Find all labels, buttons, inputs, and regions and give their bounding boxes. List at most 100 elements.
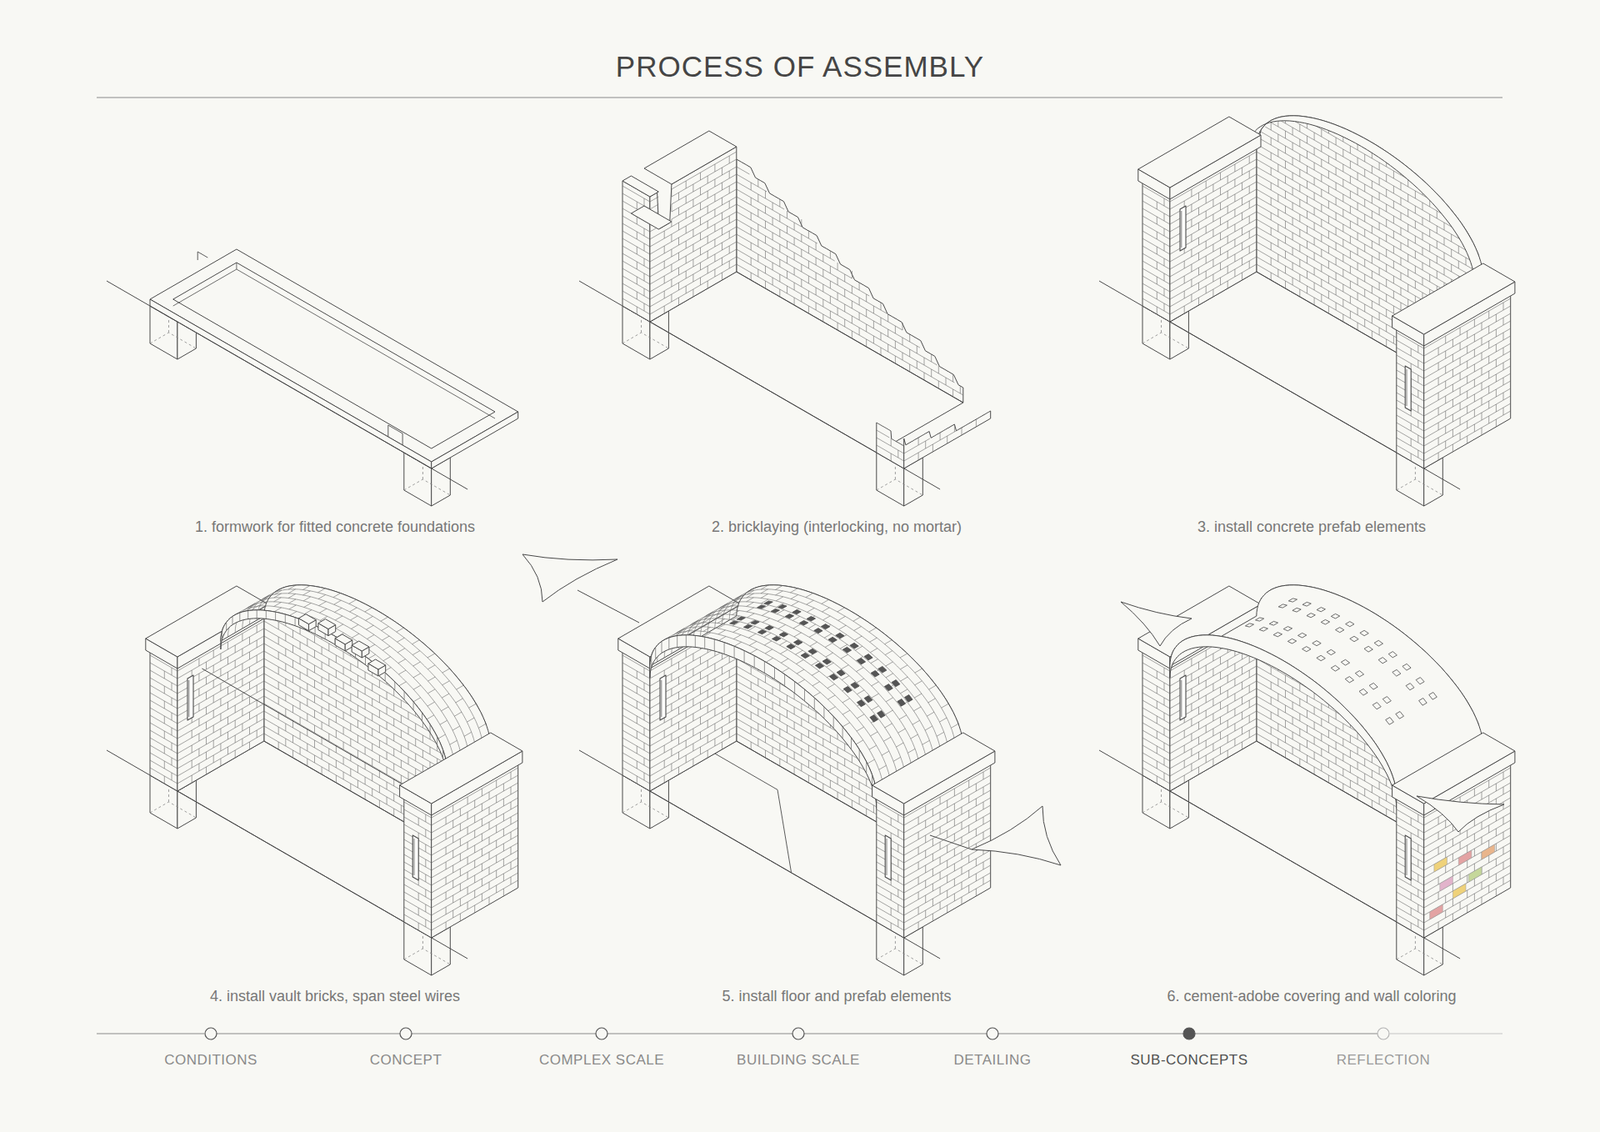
stop-circle [400,1027,412,1040]
colored-brick [1481,844,1495,860]
timeline-link [1195,1033,1378,1035]
shade-sail [522,554,618,602]
step-caption: 1. formwork for fitted concrete foundati… [195,518,475,536]
brick-joints [404,801,432,930]
section-label: COMPLEX SCALE [539,1051,665,1069]
window-slot [1180,675,1186,720]
brick-joints [1396,332,1425,461]
formwork-inner-edge [173,262,495,419]
wall-front-face [622,180,650,322]
timeline-line [1390,1033,1503,1035]
step-caption: 6. cement-adobe covering and wall colori… [1166,987,1456,1005]
wall-notch [630,205,672,230]
window-slot [660,675,666,720]
timeline-link [411,1033,596,1035]
wall-front-face [1396,796,1425,938]
window-slot [187,675,194,720]
brick-joints [876,801,905,930]
stop-circle [204,1026,218,1040]
ground-line [106,280,468,490]
brick-joints [150,655,178,784]
wall-top [644,130,737,185]
loose-brick [368,659,386,670]
window-reveal [188,680,190,717]
voussoir-joints [222,610,447,771]
title-rule [96,97,1503,99]
sail-pole [577,590,640,623]
step-drawing [106,585,523,975]
stop-circle [205,1027,217,1040]
window-slot [885,835,891,880]
window-reveal [1180,210,1182,248]
section-label: DETAILING [954,1051,1032,1069]
colored-brick [1440,875,1454,891]
stop-circle [792,1027,805,1040]
timeline-stop: SUB-CONCEPTS [1182,1026,1196,1040]
window-reveal [1406,838,1408,875]
step-drawing [579,130,991,506]
wall-front-face [1142,650,1170,791]
brick-joints [876,430,905,461]
step-caption: 2. bricklaying (interlocking, no mortar) [711,518,962,536]
window-slot [1405,835,1411,880]
timeline-stop: CONDITIONS [204,1026,218,1040]
prefab-cap [1392,263,1515,335]
brick-joints [1396,801,1425,930]
timeline-stop: COMPLEX SCALE [595,1026,609,1040]
stop-circle [595,1027,608,1040]
prefab-cap [400,732,523,804]
formwork-stake [197,251,208,260]
wall-front-face [150,650,178,791]
wall-front-face [622,650,650,791]
shade-sail [1416,795,1505,832]
prefab-cap [872,732,995,804]
colored-brick [1458,850,1472,865]
vault-surface [1247,115,1483,283]
step-drawing [1099,115,1515,506]
step-caption: 5. install floor and prefab elements [721,987,951,1005]
brick-joints [736,166,964,397]
section-label: SUB-CONCEPTS [1130,1051,1248,1069]
section-label: BUILDING SCALE [736,1051,860,1069]
prefab-cap [1392,732,1515,804]
brick-joints [1142,655,1170,784]
window-slot [1180,205,1186,251]
timeline-link [607,1033,793,1035]
voussoir-joints [651,635,876,800]
stop-circle [595,1026,609,1040]
colored-brick [1468,866,1482,882]
stop-circle [1376,1026,1390,1040]
vault-ring [1170,635,1397,809]
step-drawing [1099,585,1515,975]
window-reveal [660,680,662,717]
colored-brick [1452,883,1466,899]
step-drawing [522,554,1061,975]
shade-sail [1120,601,1192,646]
colored-brick [1430,904,1444,920]
shade-sail [971,805,1061,865]
sail-cable [930,835,972,850]
back-wall [736,159,964,403]
window-reveal [886,838,888,875]
section-label: CONDITIONS [164,1051,258,1069]
stop-circle [1183,1027,1195,1040]
brick-joints [904,419,977,461]
loose-brick [351,640,370,651]
step-caption: 4. install vault bricks, span steel wire… [210,987,460,1005]
wall-front-face [404,796,432,938]
window-slot [412,835,419,880]
wall-side-face [904,410,991,469]
window-slot [1405,365,1411,411]
timeline-link [998,1033,1184,1035]
window-reveal [414,838,415,875]
stop-circle [1377,1027,1390,1040]
wall-top [622,175,659,197]
formwork-board [150,249,519,462]
timeline-stop: DETAILING [985,1026,1000,1040]
timeline-stop: CONCEPT [399,1026,413,1040]
page-title: PROCESS OF ASSEMBLY [615,50,985,84]
vault-ring [220,610,448,780]
stop-circle [399,1026,413,1040]
